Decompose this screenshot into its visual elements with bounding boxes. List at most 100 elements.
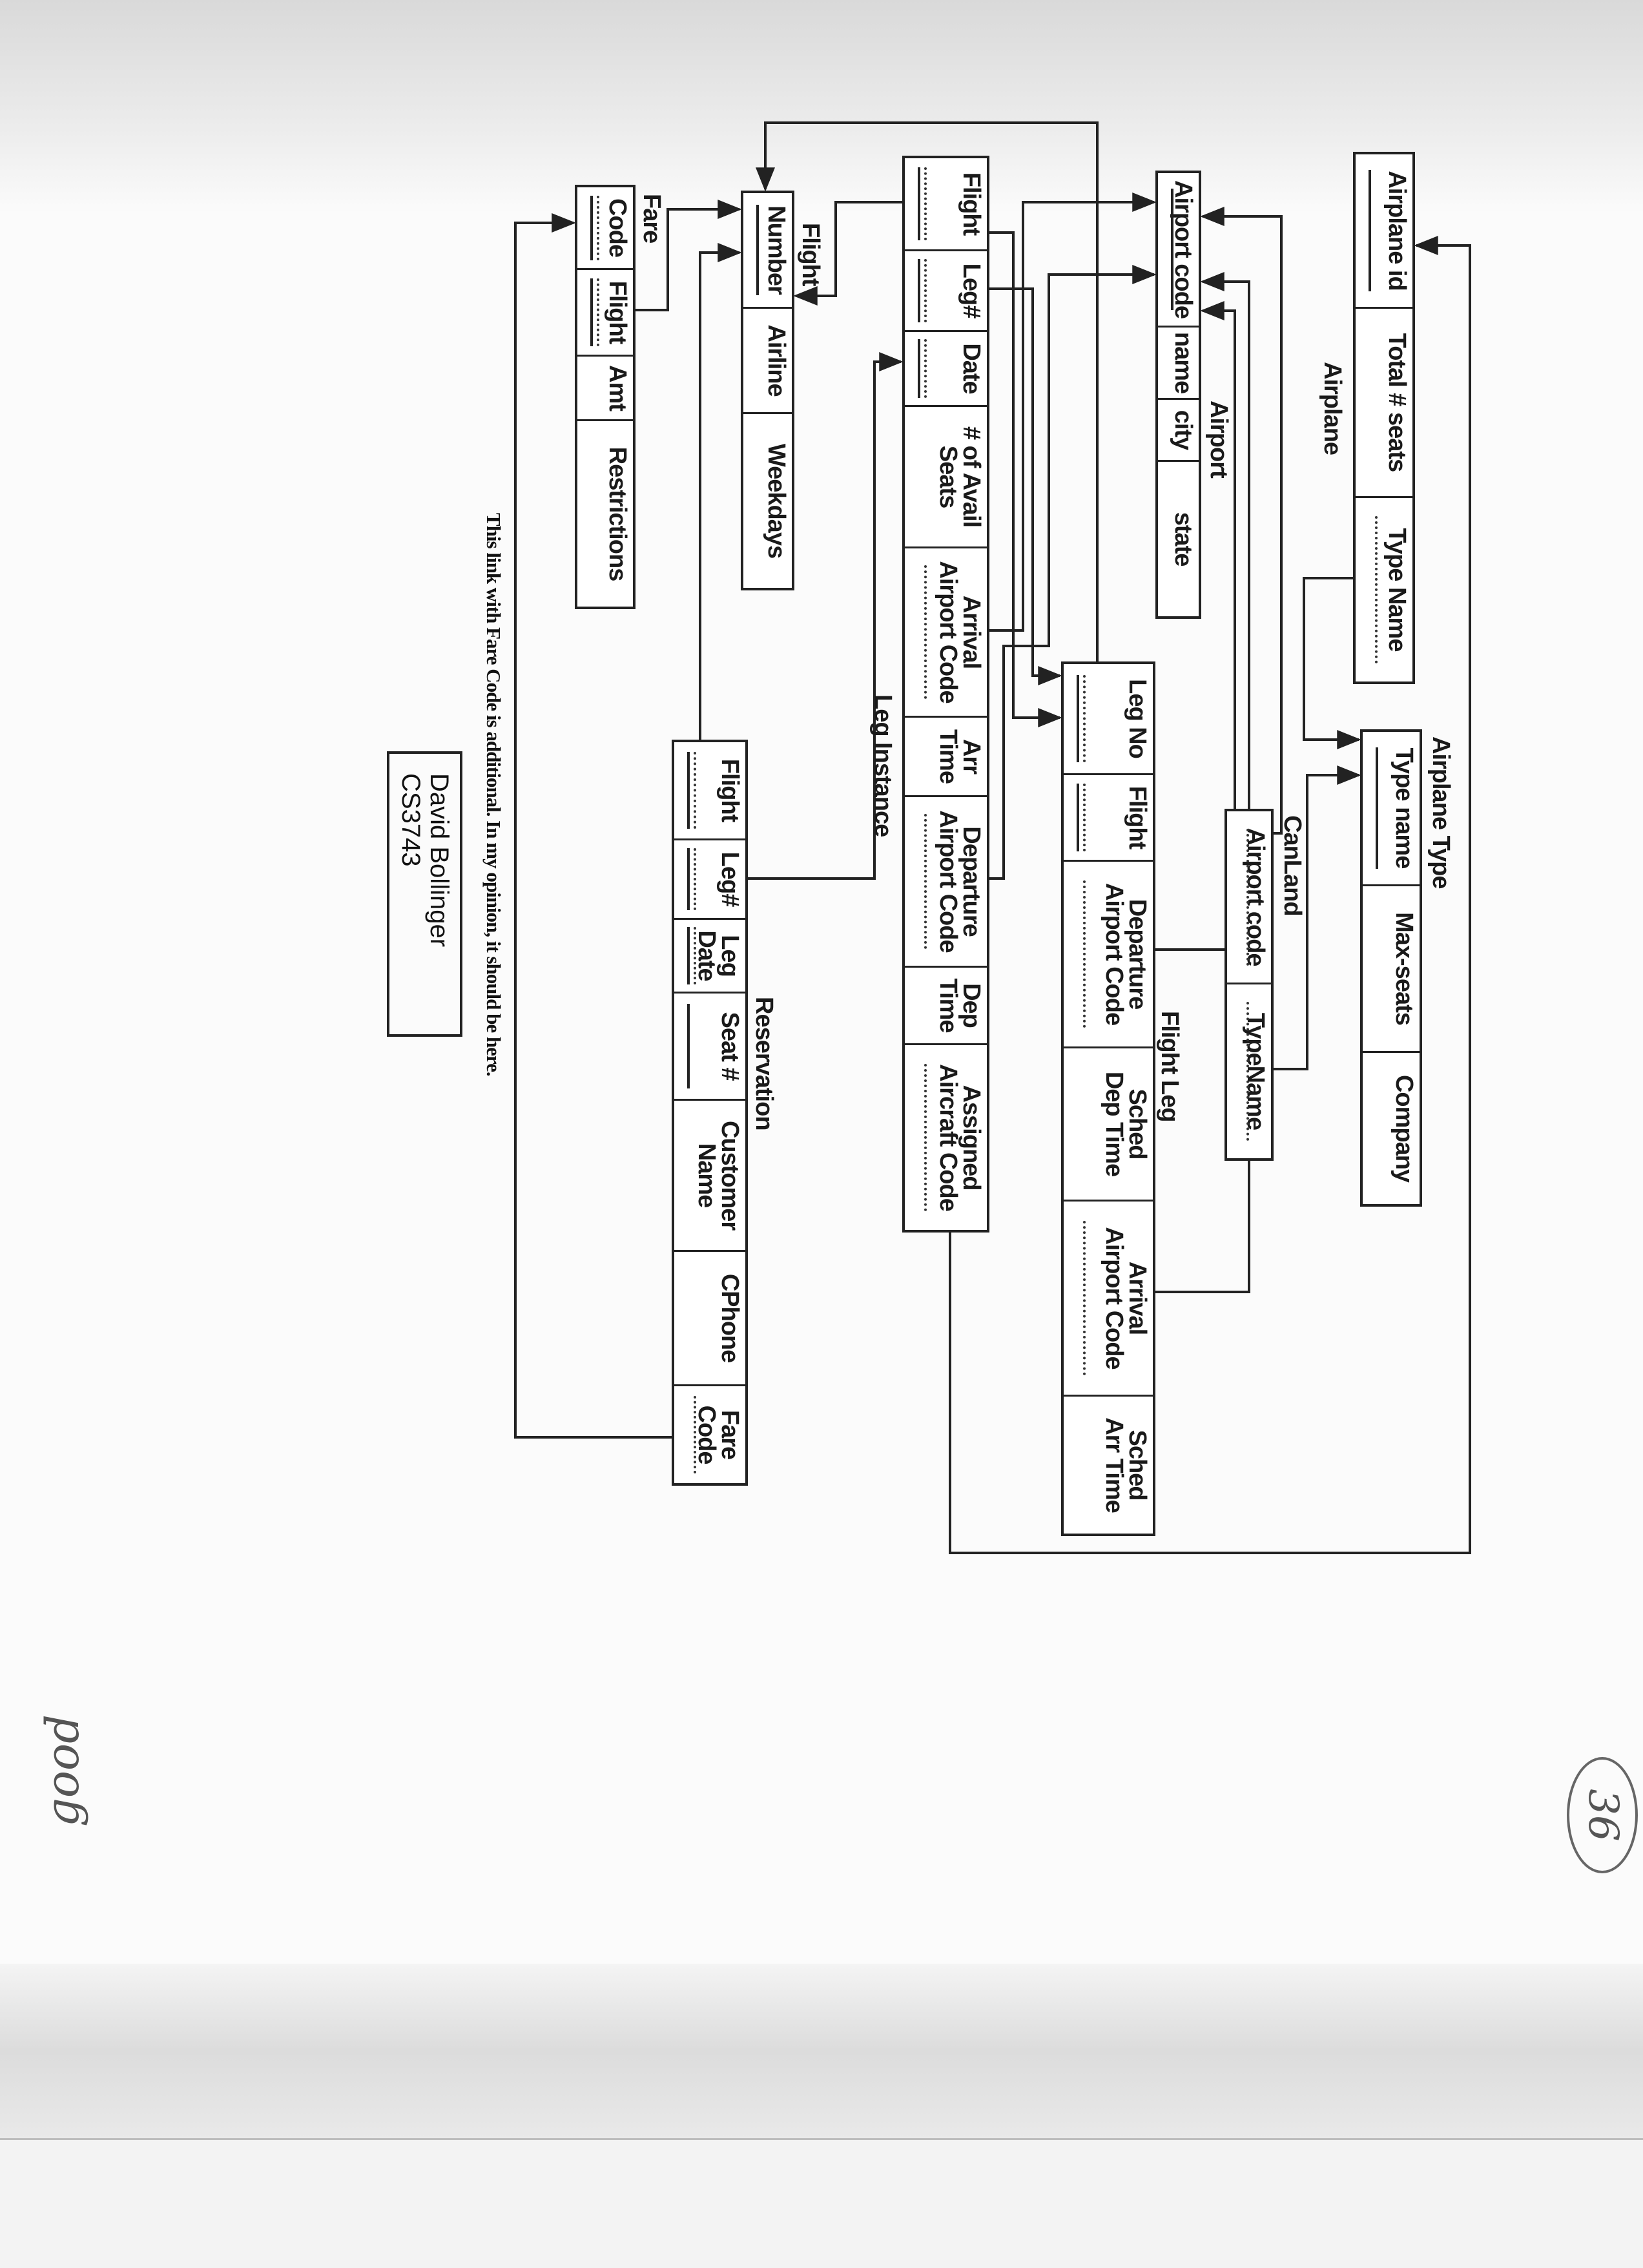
table-title-airplane-type: Airplane Type: [1427, 736, 1454, 889]
column-cell: Code: [577, 187, 633, 270]
flightleg-departure-ref-arrow: [1155, 301, 1236, 951]
canland-airport-ref-arrow: [1200, 207, 1283, 835]
leginstance-leg-ref-arrow: [989, 287, 1062, 685]
flightleg-flight-ref-arrow: [756, 121, 1099, 661]
handwritten-grade: good: [36, 1714, 89, 1827]
reservation-leg-ref-arrow: [748, 352, 904, 880]
column-label: Code: [604, 198, 631, 257]
column-label: CPhone: [716, 1273, 743, 1363]
column-cell: Number: [743, 193, 792, 309]
foreign-key-underline: [1083, 880, 1086, 1028]
column-label: Sched Dep Time: [1100, 1071, 1151, 1177]
fare-code-note: This link with Fare Code is additional. …: [482, 513, 505, 1076]
leginstance-flight-ref-arrow: [989, 231, 1062, 727]
column-label: Arr Time: [935, 729, 985, 784]
flightleg-arrival-ref-arrow: [1155, 272, 1250, 1293]
column-label: Departure Airport Code: [935, 810, 985, 953]
column-cell: Customer Name: [674, 1101, 745, 1252]
leginstance-departure-ref-arrow: [989, 265, 1157, 880]
column-label: name: [1170, 331, 1197, 394]
column-cell: Date: [905, 332, 987, 407]
column-label: Weekdays: [763, 443, 790, 559]
column-cell: Airport code: [1158, 173, 1199, 328]
column-label: Assigned Aircraft Code: [935, 1064, 985, 1211]
column-cell: Leg#: [674, 840, 745, 920]
foreign-key-underline: [924, 814, 927, 949]
table-title-canland: CanLand: [1279, 815, 1306, 916]
foreign-key-underline: [924, 565, 927, 700]
scan-shading-bottom: [0, 1964, 1643, 2138]
column-label: Leg No: [1124, 679, 1151, 758]
table-title-leg-instance: Leg Instance: [869, 694, 896, 837]
column-cell: name: [1158, 328, 1199, 400]
foreign-key-underline: [924, 1063, 927, 1212]
column-cell: CPhone: [674, 1252, 745, 1386]
column-label: Flight: [716, 758, 743, 822]
column-cell: Leg#: [905, 251, 987, 332]
column-cell: Arrival Airport Code: [905, 548, 987, 718]
reservation-flight-ref-arrow: [699, 243, 742, 740]
column-label: Airline: [763, 324, 790, 397]
column-cell: Arrival Airport Code: [1064, 1202, 1153, 1397]
column-label: Leg Date: [693, 930, 743, 981]
scan-margin-bottom: [0, 2138, 1643, 2268]
primary-key-underline: [1376, 747, 1378, 869]
foreign-key-underline: [924, 259, 927, 322]
assigned-aircraft-ref-arrow: [949, 236, 1471, 1554]
foreign-key-underline: [597, 195, 599, 260]
column-label: Departure Airport Code: [1100, 882, 1151, 1026]
column-label: city: [1170, 410, 1197, 450]
column-label: Date: [958, 343, 985, 394]
foreign-key-underline: [1083, 784, 1086, 851]
column-label: Arrival Airport Code: [1100, 1227, 1151, 1369]
column-cell: Seat #: [674, 994, 745, 1101]
table-title-flight-leg: Flight Leg: [1156, 1011, 1183, 1122]
page-number-mark: 36: [1567, 1757, 1638, 1873]
column-cell: Weekdays: [743, 414, 792, 588]
column-cell: Total # seats: [1356, 309, 1412, 498]
primary-key-underline: [590, 278, 593, 346]
author-name: David Bollinger: [425, 773, 453, 948]
column-cell: Airline: [743, 309, 792, 414]
primary-key-underline: [687, 751, 690, 829]
column-label: Sched Arr Time: [1100, 1417, 1151, 1513]
foreign-key-underline: [694, 848, 696, 910]
column-label: state: [1170, 512, 1197, 567]
column-cell: Company: [1363, 1053, 1420, 1204]
reservation-farecode-ref-arrow: [514, 213, 672, 1439]
primary-key-underline: [590, 195, 593, 260]
primary-key-underline: [1077, 674, 1079, 763]
column-cell: Flight: [1064, 775, 1153, 862]
column-cell: Max-seats: [1363, 886, 1420, 1053]
primary-key-underline: [1369, 169, 1371, 292]
author-box: David Bollinger CS3743: [387, 751, 462, 1037]
column-label: Arrival Airport Code: [935, 561, 985, 703]
column-label: Type name: [1390, 747, 1418, 869]
column-cell: Leg Date: [674, 920, 745, 994]
primary-key-underline: [918, 167, 920, 240]
primary-key-underline: [918, 259, 920, 322]
column-cell: Flight: [905, 158, 987, 251]
foreign-key-underline: [1083, 674, 1086, 763]
table-title-fare: Fare: [638, 194, 665, 244]
column-cell: Departure Airport Code: [1064, 862, 1153, 1048]
column-cell: Flight: [577, 270, 633, 357]
table-airport: Airport code name city state: [1155, 171, 1201, 619]
foreign-key-underline: [1083, 1220, 1086, 1376]
foreign-key-underline: [924, 339, 927, 398]
column-cell: Assigned Aircraft Code: [905, 1045, 987, 1230]
column-cell: Leg No: [1064, 664, 1153, 775]
column-label: Max-seats: [1390, 912, 1418, 1025]
column-label: Total # seats: [1383, 333, 1410, 472]
foreign-key-underline: [597, 278, 599, 346]
column-cell: Amt: [577, 357, 633, 421]
column-label: Flight: [604, 280, 631, 344]
column-cell: Sched Dep Time: [1064, 1048, 1153, 1202]
